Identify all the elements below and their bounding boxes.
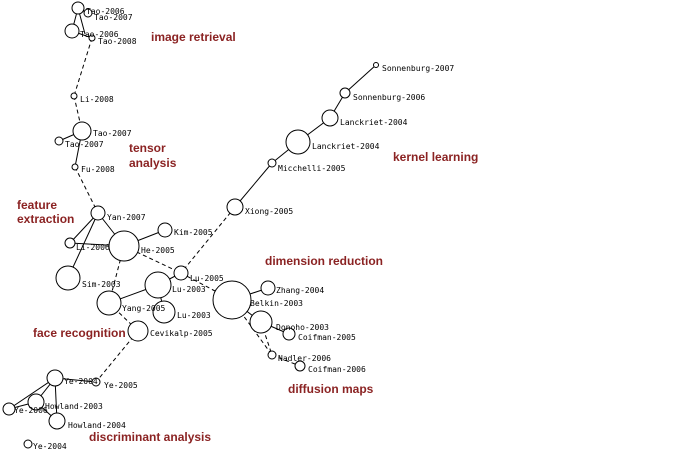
label-howland2004: Howland-2004 [68, 421, 126, 430]
label-micchelli2005: Micchelli-2005 [278, 164, 346, 173]
node-he2005 [108, 230, 140, 262]
node-xiong2005 [226, 198, 244, 216]
label-tao2007a: Tao-2007 [94, 13, 133, 22]
node-tao2007a [83, 8, 93, 18]
cluster-analysis: analysis [129, 156, 177, 170]
cluster-face-recognition: face recognition [33, 326, 126, 340]
node-zhang2004 [260, 280, 276, 296]
node-lu2003b [152, 300, 176, 324]
node-tao2006a [71, 1, 85, 15]
label-coifman2005: Coifman-2005 [298, 333, 356, 342]
node-coifman2005 [282, 327, 296, 341]
node-belkin2003 [212, 280, 252, 320]
label-ye2004a: Ye-2004 [64, 377, 98, 386]
node-sim2003 [55, 265, 81, 291]
node-lanckriet2004a [321, 109, 339, 127]
label-donoho2003: Donoho-2003 [276, 323, 329, 332]
label-lu2005: Lu-2005 [190, 274, 224, 283]
cluster-feature: feature [17, 198, 57, 212]
nodes [2, 1, 379, 449]
cluster-dimension-reduction: dimension reduction [265, 254, 383, 268]
label-sonnenburg2006: Sonnenburg-2006 [353, 93, 425, 102]
node-howland2003 [27, 393, 45, 411]
node-yang2005 [96, 290, 122, 316]
node-tao2007c [54, 136, 64, 146]
label-tao2006a: Tao-2006 [86, 7, 125, 16]
label-tao2006b: Tao-2006 [80, 30, 119, 39]
label-belkin2003: Belkin-2003 [250, 299, 303, 308]
node-donoho2003 [249, 310, 273, 334]
node-cevikalp2005 [127, 320, 149, 342]
node-yan2007 [90, 205, 106, 221]
node-li2008 [70, 92, 78, 100]
label-lanckriet2004b: Lanckriet-2004 [312, 142, 380, 151]
node-lu2003a [144, 271, 172, 299]
node-lanckriet2004b [285, 129, 311, 155]
label-tao2007b: Tao-2007 [93, 129, 132, 138]
label-lanckriet2004a: Lanckriet-2004 [340, 118, 408, 127]
node-sonnenburg2006 [339, 87, 351, 99]
cluster-tensor: tensor [129, 141, 166, 155]
node-tao2006b [64, 23, 80, 39]
node-micchelli2005 [267, 158, 277, 168]
label-lu2003b: Lu-2003 [177, 311, 211, 320]
node-lu2005 [173, 265, 189, 281]
node-fu2008 [71, 163, 79, 171]
node-sonnenburg2007 [373, 62, 379, 68]
label-zhang2004: Zhang-2004 [276, 286, 324, 295]
cluster-image-retrieval: image retrieval [151, 30, 236, 44]
node-nadler2006 [267, 350, 277, 360]
label-yang2005: Yang-2005 [122, 304, 166, 313]
label-tao2007c: Tao-2007 [65, 140, 104, 149]
node-coifman2006 [294, 360, 306, 372]
label-nadler2006: Nadler-2006 [278, 354, 331, 363]
label-kim2005: Kim-2005 [174, 228, 213, 237]
cluster-discriminant-analysis: discriminant analysis [89, 430, 211, 444]
label-howland2003: Howland-2003 [45, 402, 103, 411]
node-tao2008 [88, 34, 96, 42]
node-tao2007b [72, 121, 92, 141]
label-li2008: Li-2008 [80, 95, 114, 104]
label-he2005: He-2005 [141, 246, 175, 255]
node-labels: Tao-2006 Tao-2007 Tao-2006 Tao-2008 Li-2… [14, 7, 454, 450]
label-tao2008: Tao-2008 [98, 37, 137, 46]
label-li2006: Li-2006 [76, 243, 110, 252]
label-lu2003a: Lu-2003 [172, 285, 206, 294]
node-ye2006 [2, 402, 16, 416]
label-xiong2005: Xiong-2005 [245, 207, 293, 216]
node-ye2005 [91, 377, 101, 387]
node-kim2005 [157, 222, 173, 238]
cluster-kernel-learning: kernel learning [393, 150, 478, 164]
cluster-labels: image retrieval tensor analysis kernel l… [17, 30, 478, 444]
node-li2006 [64, 237, 76, 249]
label-ye2005: Ye-2005 [104, 381, 138, 390]
label-sim2003: Sim-2003 [82, 280, 121, 289]
node-ye2004b [23, 439, 33, 449]
label-sonnenburg2007: Sonnenburg-2007 [382, 64, 454, 73]
label-ye2006: Ye-2006 [14, 406, 48, 415]
node-ye2004a [46, 369, 64, 387]
cluster-diffusion-maps: diffusion maps [288, 382, 374, 396]
label-coifman2006: Coifman-2006 [308, 365, 366, 374]
label-fu2008: Fu-2008 [81, 165, 115, 174]
cluster-extraction: extraction [17, 212, 74, 226]
label-cevikalp2005: Cevikalp-2005 [150, 329, 213, 338]
node-howland2004 [48, 412, 66, 430]
label-ye2004b: Ye-2004 [33, 442, 67, 450]
label-yan2007: Yan-2007 [107, 213, 146, 222]
